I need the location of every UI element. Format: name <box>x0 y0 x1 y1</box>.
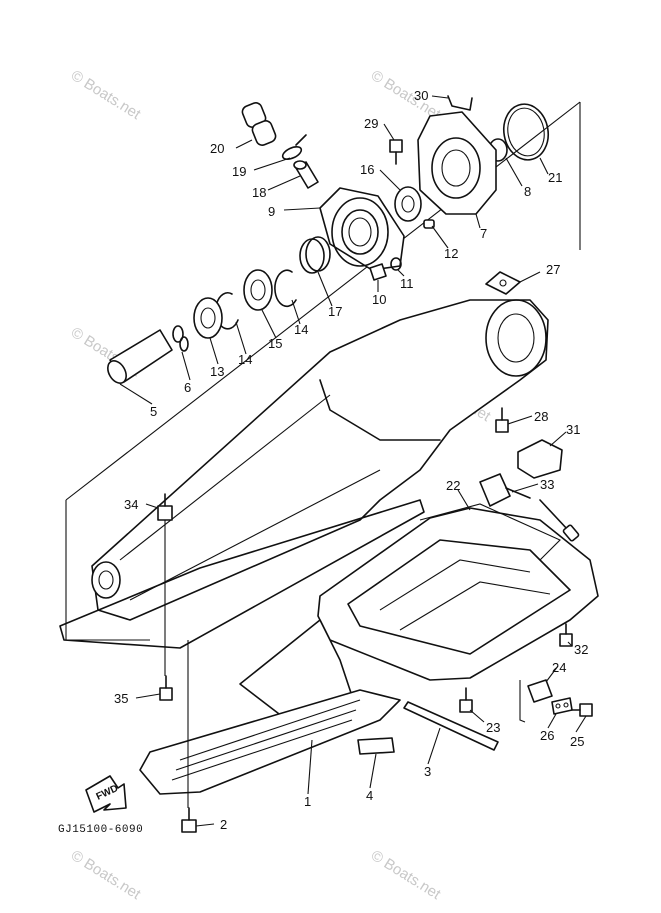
block-4 <box>357 737 395 755</box>
cover-7 <box>417 111 497 215</box>
callout-29: 29 <box>364 116 378 131</box>
callout-15: 15 <box>268 336 282 351</box>
shaft-5 <box>107 329 173 384</box>
callout-22: 22 <box>446 478 460 493</box>
callout-26: 26 <box>540 728 554 743</box>
callout-16: 16 <box>360 162 374 177</box>
oring-6 <box>172 325 189 352</box>
callout-14a: 14 <box>294 322 308 337</box>
bolt-34 <box>157 493 173 521</box>
callout-2: 2 <box>220 817 227 832</box>
callout-11: 11 <box>400 276 414 291</box>
callout-18: 18 <box>252 185 266 200</box>
callout-21: 21 <box>548 170 562 185</box>
grease-nipple-19 <box>281 134 307 160</box>
block-24 <box>527 679 553 703</box>
bracket-30 <box>447 95 473 111</box>
bolt-28 <box>495 407 509 433</box>
bolt-25 <box>571 703 593 717</box>
bolt-32 <box>559 623 573 647</box>
callout-31: 31 <box>566 422 580 437</box>
bolt-10 <box>369 263 387 281</box>
watermark: © Boats.net <box>368 847 444 904</box>
bolt-35 <box>159 675 173 701</box>
pin-12 <box>423 219 435 229</box>
callout-34: 34 <box>124 497 138 512</box>
callout-30: 30 <box>414 88 428 103</box>
callout-24: 24 <box>552 660 566 675</box>
callout-4: 4 <box>366 788 373 803</box>
pin-20 <box>241 102 277 146</box>
bolt-29 <box>389 139 403 165</box>
callout-35: 35 <box>114 691 128 706</box>
callout-28: 28 <box>534 409 548 424</box>
diagram-code: GJ15100-6090 <box>58 824 143 836</box>
callout-3: 3 <box>424 764 431 779</box>
callout-6: 6 <box>184 380 191 395</box>
callout-33: 33 <box>540 477 554 492</box>
sensor-33 <box>479 473 580 542</box>
callout-25: 25 <box>570 734 584 749</box>
fwd-arrow-icon: FWD <box>85 775 127 813</box>
bracket-31 <box>517 439 563 479</box>
plate-26 <box>551 697 573 715</box>
bolt-2 <box>181 807 197 833</box>
callout-8: 8 <box>524 184 531 199</box>
watermark: © Boats.net <box>68 67 144 124</box>
washer-11 <box>390 257 402 271</box>
ring-17 <box>299 236 331 274</box>
callouts: 30 29 20 19 18 16 9 21 8 7 12 11 10 17 1… <box>114 88 588 832</box>
circlip-14a <box>274 269 297 308</box>
watermark: © Boats.net <box>68 847 144 904</box>
callout-32: 32 <box>574 642 588 657</box>
callout-20: 20 <box>210 141 224 156</box>
callout-14b: 14 <box>238 352 252 367</box>
bracket-27 <box>485 271 521 295</box>
bearing-15 <box>243 269 273 311</box>
plate-3 <box>403 701 499 751</box>
plate-base <box>59 499 425 649</box>
jet-pump-body <box>91 299 549 621</box>
callout-17: 17 <box>328 304 342 319</box>
callout-1: 1 <box>304 794 311 809</box>
callout-9: 9 <box>268 204 275 219</box>
ride-plate-22 <box>317 503 599 681</box>
bearing-16 <box>394 186 422 222</box>
callout-7: 7 <box>480 226 487 241</box>
bearing-13 <box>193 297 223 339</box>
leader-lines <box>119 95 587 827</box>
callout-19: 19 <box>232 164 246 179</box>
callout-13: 13 <box>210 364 224 379</box>
bolt-18 <box>293 160 319 189</box>
oring-21 <box>502 103 550 161</box>
callout-5: 5 <box>150 404 157 419</box>
bolt-23 <box>459 687 473 713</box>
callout-10: 10 <box>372 292 386 307</box>
callout-27: 27 <box>546 262 560 277</box>
intake-grate-1 <box>139 619 401 795</box>
callout-12: 12 <box>444 246 458 261</box>
housing-9 <box>319 187 405 271</box>
callout-23: 23 <box>486 720 500 735</box>
